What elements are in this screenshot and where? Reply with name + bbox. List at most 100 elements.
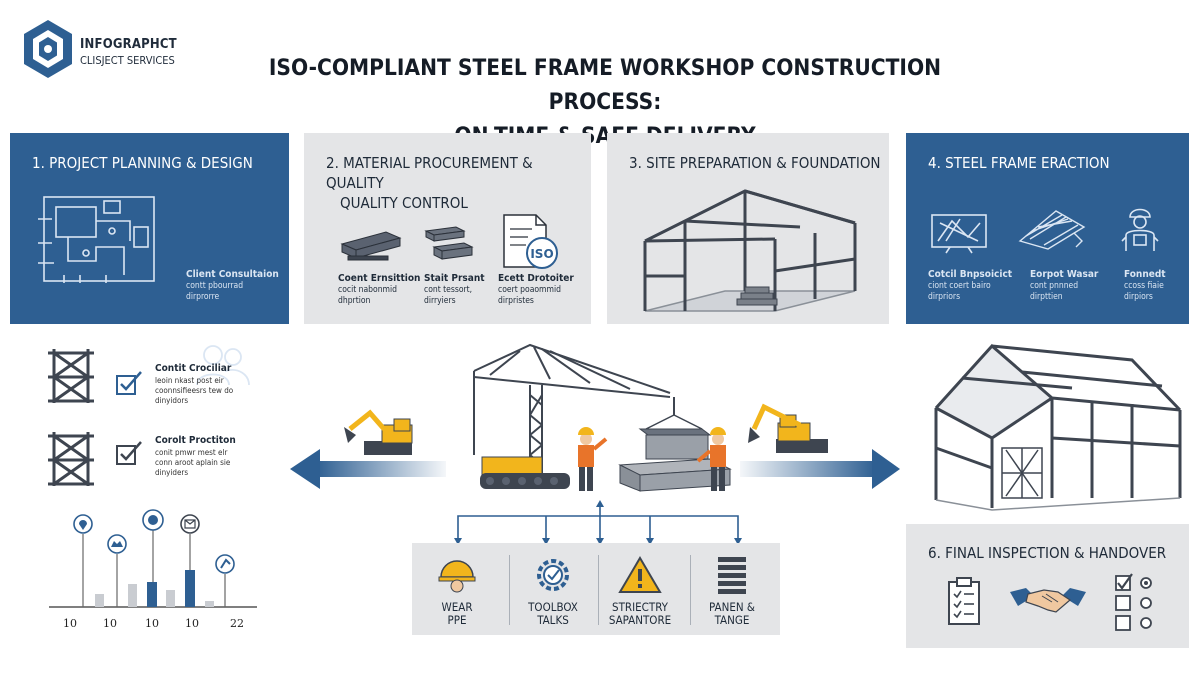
panel-final-inspection: 6. FINAL INSPECTION & HANDOVER — [906, 524, 1189, 648]
safety-item-1-line-2: PPE — [447, 613, 467, 627]
checklist-item-2-line-2: conn aroot aplain sie — [155, 458, 231, 467]
worker-figure-icon — [696, 427, 726, 491]
logo-subtitle: CLISJECT SERVICES — [80, 54, 175, 67]
chart-bar — [147, 582, 157, 607]
chart-marker-icon — [215, 554, 235, 574]
safety-item-4-line-2: TANGE — [714, 613, 750, 627]
panel-1-caption-title: Client Consultaion — [186, 269, 279, 280]
chart-bar — [166, 590, 175, 607]
panel-1-title: 1. PROJECT PLANNING & DESIGN — [32, 154, 253, 172]
inspection-checklist-icon — [1115, 573, 1152, 631]
panel-4-item-2-title: Eorpot Wasar — [1030, 269, 1099, 280]
panel-4-item-2-line-1: cont pnnned — [1030, 281, 1079, 291]
divider — [509, 555, 510, 625]
panel-1-caption-line-2: dirprorre — [186, 292, 220, 302]
gear-shield-icon — [537, 559, 569, 591]
checklist-item-2-title: Corolt Proctiton — [155, 435, 236, 446]
safety-item-4-line-1: PANEN & — [709, 600, 755, 614]
finished-steel-building-icon — [934, 343, 1182, 511]
chart-bar — [128, 584, 137, 607]
logo: INFOGRAPHCT CLISJECT SERVICES — [22, 18, 222, 80]
excavator-left-icon — [344, 409, 413, 455]
chart-x-label: 22 — [230, 617, 244, 630]
chart-bar — [95, 594, 104, 607]
safety-item-3-label: STRIECTRY SAPANTORE — [595, 601, 685, 627]
tower-crane-icon — [473, 343, 675, 489]
checklist-item-1-title: Contit Crociliar — [155, 363, 232, 374]
panel-2-item-1-line-2: dhprtion — [338, 296, 371, 306]
chart-x-label: 10 — [185, 617, 199, 630]
panel-4-item-1-line-2: dirpriors — [928, 292, 961, 302]
panel-project-planning: 1. PROJECT PLANNING & DESIGN Client Cons… — [10, 133, 289, 386]
safety-item-3-line-1: STRIECTRY — [612, 600, 668, 614]
checklist-item-2-line-1: conit pmwr mest elr — [155, 448, 228, 457]
safety-item-1-line-1: WEAR — [441, 600, 473, 614]
checklist-item-1-line-2: coonnsifieesrs tew do — [155, 386, 234, 395]
panel-2-item-1-line-1: cocit nabonmid — [338, 285, 397, 295]
safety-item-3-line-2: SAPANTORE — [608, 613, 672, 627]
safety-connectors — [454, 500, 742, 545]
chart-x-label: 10 — [103, 617, 117, 630]
logo-name: INFOGRAPHCT — [80, 37, 177, 52]
drawing-board-icon — [931, 214, 987, 254]
panel-2-title-line-2: QUALITY CONTROL — [340, 194, 468, 212]
steel-beam-icon — [340, 231, 402, 261]
hexagon-logo-icon — [24, 20, 72, 78]
blueprint-icon — [38, 196, 155, 283]
panel-2-item-3-line-1: coert poaommid — [498, 285, 561, 295]
panel-2-item-2-line-1: cont tessort, — [424, 285, 473, 295]
checkbox-checked-icon — [116, 441, 142, 465]
panel-2-title-line-1: 2. MATERIAL PROCUREMENT & QUALITY — [326, 154, 533, 192]
panel-2-item-3-line-2: dirpristes — [498, 296, 534, 306]
flow-arrow-right — [740, 449, 900, 489]
panel-4-item-2-line-2: dirpttien — [1030, 292, 1063, 302]
client-consultation-icon — [196, 345, 250, 386]
mini-chart — [49, 509, 257, 608]
warning-triangle-icon — [618, 556, 662, 593]
divider — [690, 555, 691, 625]
checklist-item-1-line-3: dinyidors — [155, 396, 189, 405]
excavator-right-icon — [748, 403, 828, 453]
roof-panel-icon — [1018, 210, 1086, 250]
chart-x-label: 10 — [63, 617, 77, 630]
stacked-panels-icon — [718, 557, 746, 594]
hard-hat-icon — [438, 560, 476, 593]
panel-1-caption-line-1: contt pbourrad — [186, 281, 244, 291]
construction-scene — [290, 343, 900, 492]
final-title: 6. FINAL INSPECTION & HANDOVER — [928, 544, 1167, 562]
flow-arrow-left — [290, 449, 446, 489]
lifted-beam-icon — [638, 414, 712, 460]
panel-4-item-1-line-1: ciont coert bairo — [928, 281, 991, 291]
panel-2-item-3-title: Ecett Drotoiter — [498, 273, 574, 284]
panel-4-item-3-line-2: dirpiors — [1124, 292, 1153, 302]
chart-x-label: 10 — [145, 617, 159, 630]
concrete-block-icon — [618, 458, 732, 492]
steel-bars-icon — [424, 226, 474, 260]
safety-panel: WEAR PPE TOOLBOX TALKS STRIECTRY SAPANTO… — [412, 543, 780, 635]
panel-material-procurement: 2. MATERIAL PROCUREMENT & QUALITY QUALIT… — [304, 133, 591, 324]
checklist-item-2-line-3: dinyiders — [155, 468, 189, 477]
safety-item-2-line-1: TOOLBOX — [528, 600, 578, 614]
iso-badge-text: ISO — [530, 247, 553, 261]
panel-2-item-1-title: Coent Ernsittion — [338, 273, 421, 284]
steel-frame-foundation-icon — [643, 189, 857, 312]
clipboard-checklist-icon — [948, 577, 980, 625]
panel-4-item-3-title: Fonnedt — [1124, 269, 1166, 280]
iso-certificate-icon: ISO — [503, 214, 558, 269]
scaffold-tower-icon — [48, 349, 94, 403]
panel-3-title: 3. SITE PREPARATION & FOUNDATION — [629, 154, 881, 172]
handshake-icon — [1010, 588, 1086, 613]
worker-figure-icon — [578, 427, 608, 491]
chart-bar — [185, 570, 195, 607]
panel-site-preparation: 3. SITE PREPARATION & FOUNDATION — [607, 133, 889, 324]
panel-2-item-2-title: Stait Prsant — [424, 273, 485, 284]
panel-2-item-2-line-2: dirryiers — [424, 296, 456, 306]
scaffold-tower-icon — [48, 432, 94, 486]
panel-4-title: 4. STEEL FRAME ERACTION — [928, 154, 1110, 172]
safety-item-4-label: PANEN & TANGE — [687, 601, 777, 627]
panel-2-title: 2. MATERIAL PROCUREMENT & QUALITY QUALIT… — [326, 153, 591, 213]
safety-item-2-line-2: TALKS — [537, 613, 569, 627]
checklist-item-1-line-1: leoin nkast post eir — [155, 376, 224, 385]
panel-4-item-3-line-1: ccoss fiaie — [1124, 281, 1164, 291]
panel-steel-frame-erection: 4. STEEL FRAME ERACTION Cotcil Bnpsoicic… — [906, 133, 1189, 324]
